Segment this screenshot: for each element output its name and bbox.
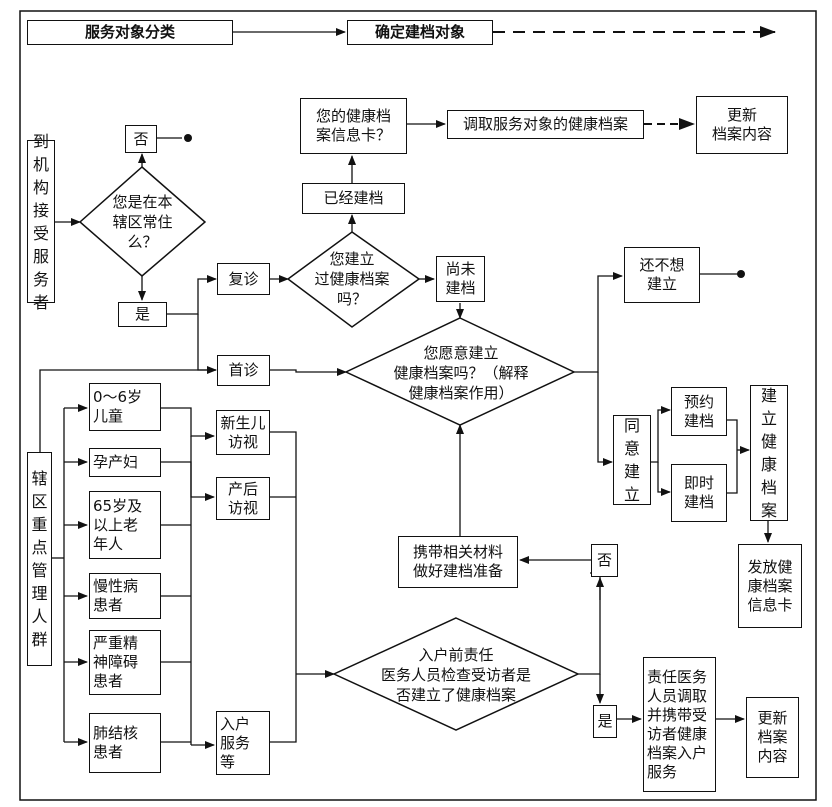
already-built-box: 已经建档 [302,183,405,214]
arrow-willing-to-notyet [574,272,623,373]
doctor-action-box: 责任医务 人员调取 并携带受 访者健康 档案入户 服务 [643,657,716,792]
not-yet-box: 还不想 建立 [624,247,700,303]
yes-box-2: 是 [593,705,617,738]
arrow-willing-to-agree [597,372,613,466]
postpartum-visit-box: 产后 访视 [216,477,270,520]
immediate-box: 即时 建档 [671,464,727,522]
check-question-text: 入户前责任 医务人员检查受访者是 否建立了健康档案 [380,646,531,704]
yes-box: 是 [118,302,167,327]
arrow-first-to-willing [270,368,347,376]
arrow-maternal-to-postpartum [161,461,215,501]
terminal-dot-not-yet [737,270,745,278]
determine-target-box: 确定建档对象 [347,20,493,45]
group-tb: 肺结核 患者 [89,713,161,773]
arrow-agree-to-appointment [651,406,671,463]
arrow-agree-to-immediate [657,462,671,496]
line-immediate-join [727,450,738,494]
update-content-box: 更新 档案内容 [696,96,788,154]
walk-in-box: 到 机 构 接 受 服 务 者 [27,132,55,312]
appointment-box: 预约 建档 [671,387,727,436]
build-record-box: 建 立 健 康 档 案 [750,385,788,521]
group-chronic: 慢性病 患者 [89,573,161,619]
no-box: 否 [125,125,157,153]
key-groups-title: 辖 区 重 点 管 理 人 群 [27,452,52,666]
follow-up-visit-box: 复诊 [217,263,270,295]
line-check-to-no [578,572,601,675]
built-question-text: 您建立 过健康档案 吗？ [314,250,390,308]
arrow-yes-to-first [197,314,217,374]
arrow-child-to-newborn [161,407,215,440]
diamond-check-question [332,617,580,731]
line-services-collect [270,431,297,743]
home-service-box: 入户 服务 等 [216,711,270,775]
issue-card-box: 发放健 康档案 信息卡 [738,544,802,628]
newborn-visit-box: 新生儿 访视 [216,410,270,455]
not-built-box: 尚未 建档 [436,256,485,302]
group-child: 0～6岁 儿童 [89,383,161,431]
group-maternal: 孕产妇 [89,448,161,477]
group-elderly: 65岁及 以上老 年人 [89,491,161,559]
card-question-box: 您的健康档 案信息卡？ [300,98,407,154]
line-keygroups-to-first [39,369,216,452]
group-mental: 严重精 神障碍 患者 [89,630,161,695]
terminal-dot-not-resident [184,134,192,142]
resident-question-text: 您是在本 辖区常住 么？ [112,193,173,251]
prepare-materials-box: 携带相关材料 做好建档准备 [398,536,518,588]
retrieve-record-box: 调取服务对象的健康档案 [447,110,644,139]
first-visit-box: 首诊 [217,355,270,386]
willing-question-text: 您愿意建立 健康档案吗？（解释 健康档案作用） [393,344,529,402]
diamond-willing-question [344,317,576,426]
diamond-built-question [286,231,421,328]
outer-frame [19,10,817,801]
no-box-2: 否 [591,544,618,577]
diamond-resident-question [78,166,207,277]
agree-box: 同 意 建 立 [613,415,651,505]
update-content-box-2: 更新 档案 内容 [746,697,799,778]
line-appointment-join [727,419,738,450]
service-classification-box: 服务对象分类 [27,20,233,45]
arrow-yes-to-followup [167,275,217,315]
